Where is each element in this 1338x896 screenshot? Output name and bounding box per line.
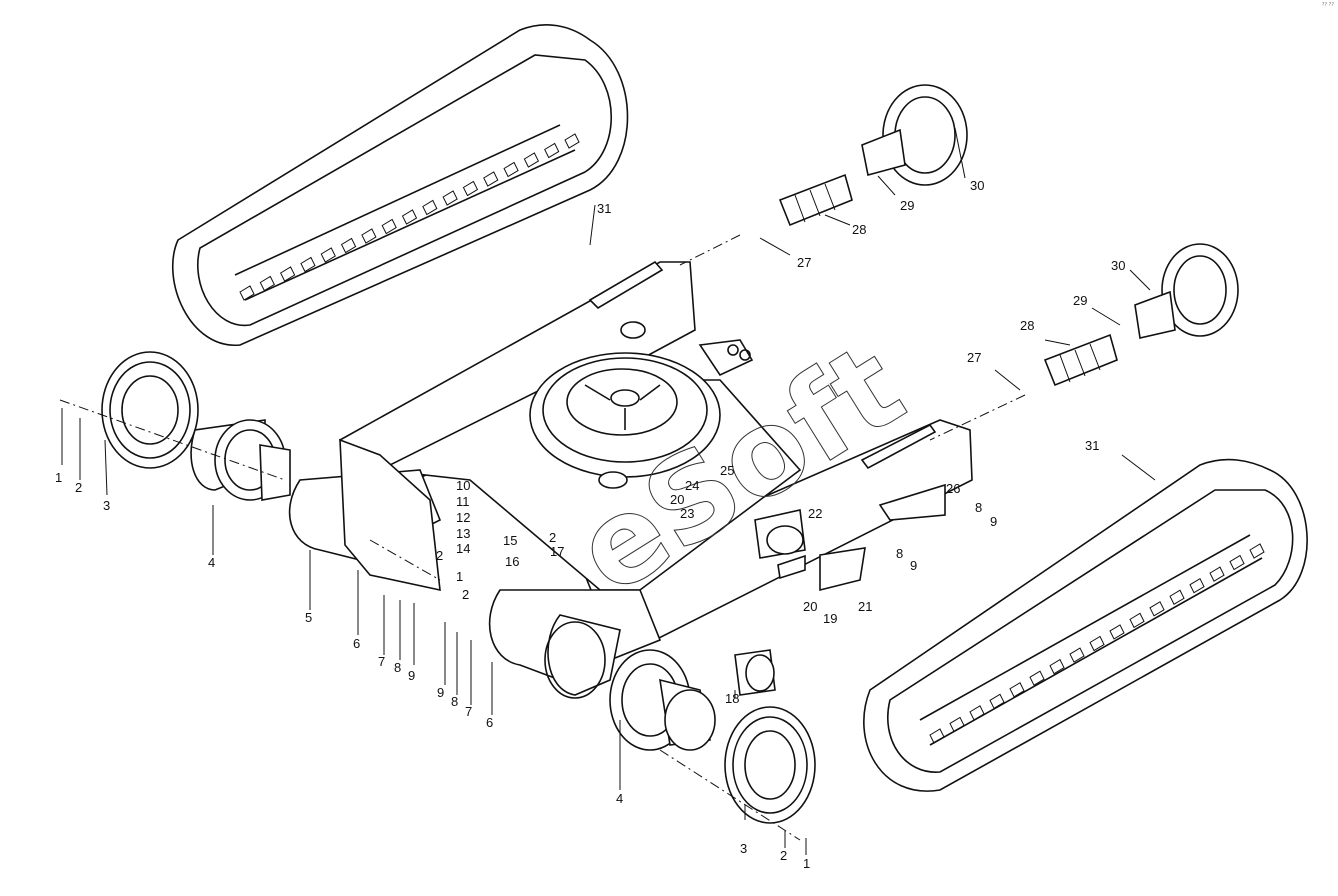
callout-27b: 27 bbox=[967, 350, 981, 365]
callout-4b: 4 bbox=[616, 791, 623, 806]
callout-1b: 1 bbox=[456, 569, 463, 584]
callout-2a: 2 bbox=[75, 480, 82, 495]
travel-motor-left bbox=[190, 419, 291, 501]
tension-spring-top bbox=[778, 173, 853, 227]
callout-8b: 8 bbox=[451, 694, 458, 709]
callout-9d: 9 bbox=[990, 514, 997, 529]
callout-28b: 28 bbox=[1020, 318, 1034, 333]
idler-bottom bbox=[1134, 243, 1239, 339]
callout-18: 18 bbox=[725, 691, 739, 706]
callout-3b: 3 bbox=[740, 841, 747, 856]
callout-9a: 9 bbox=[408, 668, 415, 683]
sprocket-left bbox=[101, 351, 199, 469]
callout-30a: 30 bbox=[970, 178, 984, 193]
callout-2c: 2 bbox=[549, 530, 556, 545]
sprocket-right bbox=[724, 706, 816, 824]
callout-25: 25 bbox=[720, 463, 734, 478]
callout-30b: 30 bbox=[1111, 258, 1125, 273]
callout-12: 12 bbox=[456, 510, 470, 525]
callout-29a: 29 bbox=[900, 198, 914, 213]
callout-4a: 4 bbox=[208, 555, 215, 570]
callout-27a: 27 bbox=[797, 255, 811, 270]
callout-6b: 6 bbox=[486, 715, 493, 730]
assembly-lines bbox=[59, 234, 1026, 841]
corner-mark: ?? ?? bbox=[1321, 2, 1334, 8]
idler-top bbox=[861, 84, 968, 186]
callout-15: 15 bbox=[503, 533, 517, 548]
callout-26: 26 bbox=[946, 481, 960, 496]
callout-24: 24 bbox=[685, 478, 699, 493]
callout-14: 14 bbox=[456, 541, 470, 556]
callout-9b: 9 bbox=[437, 685, 444, 700]
callout-21: 21 bbox=[858, 599, 872, 614]
callouts: 1 2 3 4 5 6 7 8 9 2 10 11 12 13 14 15 16… bbox=[55, 127, 1156, 871]
callout-3a: 3 bbox=[103, 498, 110, 513]
callout-22: 22 bbox=[808, 506, 822, 521]
callout-20b: 20 bbox=[670, 492, 684, 507]
callout-7a: 7 bbox=[378, 654, 385, 669]
callout-1c: 1 bbox=[803, 856, 810, 871]
travel-motor-right bbox=[609, 649, 716, 751]
callout-1a: 1 bbox=[55, 470, 62, 485]
callout-11: 11 bbox=[456, 494, 470, 509]
callout-23: 23 bbox=[680, 506, 694, 521]
callout-2d: 2 bbox=[462, 587, 469, 602]
callout-6a: 6 bbox=[353, 636, 360, 651]
callout-8a: 8 bbox=[394, 660, 401, 675]
rubber-track-top bbox=[171, 24, 629, 346]
callout-31a: 31 bbox=[597, 201, 611, 216]
callout-10: 10 bbox=[456, 478, 470, 493]
callout-17: 17 bbox=[550, 544, 564, 559]
callout-31b: 31 bbox=[1085, 438, 1099, 453]
callout-29b: 29 bbox=[1073, 293, 1087, 308]
rubber-track-bottom bbox=[863, 458, 1308, 792]
track-roller bbox=[734, 649, 776, 696]
tension-spring-bottom bbox=[1043, 333, 1118, 387]
callout-2b: 2 bbox=[436, 548, 443, 563]
callout-7b: 7 bbox=[465, 704, 472, 719]
callout-8c: 8 bbox=[896, 546, 903, 561]
callout-13: 13 bbox=[456, 526, 470, 541]
callout-20a: 20 bbox=[803, 599, 817, 614]
callout-2e: 2 bbox=[780, 848, 787, 863]
callout-8d: 8 bbox=[975, 500, 982, 515]
undercarriage-frame bbox=[288, 260, 973, 699]
callout-9c: 9 bbox=[910, 558, 917, 573]
callout-28a: 28 bbox=[852, 222, 866, 237]
callout-19: 19 bbox=[823, 611, 837, 626]
callout-16: 16 bbox=[505, 554, 519, 569]
callout-5: 5 bbox=[305, 610, 312, 625]
